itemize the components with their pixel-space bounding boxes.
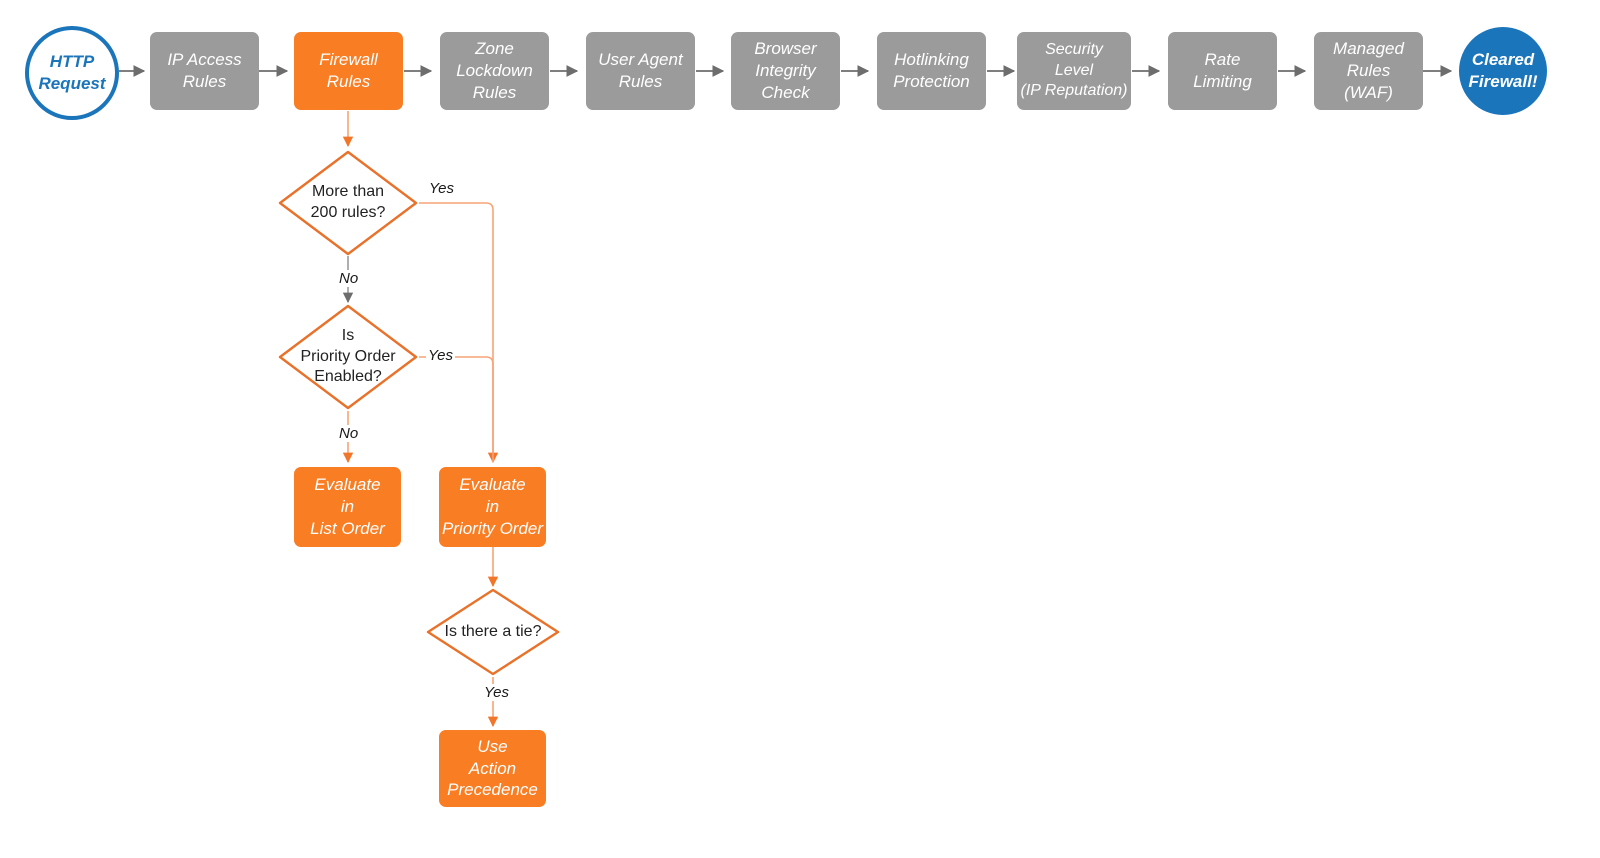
node-security-level[interactable]: Security Level (IP Reputation) xyxy=(1017,32,1131,110)
edge-label-yes-200: Yes xyxy=(427,180,457,197)
node-rate-limiting[interactable]: Rate Limiting xyxy=(1168,32,1277,110)
node-evaluate-in-list-order[interactable]: Evaluate in List Order xyxy=(294,467,401,547)
node-firewall-rules[interactable]: Firewall Rules xyxy=(294,32,403,110)
decision-label: Is Priority Order Enabled? xyxy=(300,326,396,386)
edge-label-no-200: No xyxy=(337,270,361,287)
node-label: Security Level (IP Reputation) xyxy=(1020,41,1128,100)
node-browser-integrity-check[interactable]: Browser Integrity Check xyxy=(731,32,840,110)
node-label: Use Action Precedence xyxy=(447,736,538,800)
node-ip-access-rules[interactable]: IP Access Rules xyxy=(150,32,259,110)
node-use-action-precedence[interactable]: Use Action Precedence xyxy=(439,730,546,807)
decision-label: More than 200 rules? xyxy=(310,183,386,221)
edge-decision1-yes xyxy=(419,202,499,464)
decision-label: Is there a tie? xyxy=(444,622,542,640)
decision-more-than-200-rules[interactable]: More than 200 rules? xyxy=(278,150,418,256)
node-label: Firewall Rules xyxy=(319,50,378,91)
node-label: Evaluate in List Order xyxy=(310,475,385,538)
diamond-shape xyxy=(278,150,418,256)
node-hotlinking-protection[interactable]: Hotlinking Protection xyxy=(877,32,986,110)
node-label: HTTP Request xyxy=(38,52,106,93)
node-cleared-firewall[interactable]: Cleared Firewall! xyxy=(1459,27,1547,115)
node-label: User Agent Rules xyxy=(598,50,683,91)
node-managed-rules-waf[interactable]: Managed Rules (WAF) xyxy=(1314,32,1423,110)
diamond-shape xyxy=(426,588,560,676)
diamond-shape xyxy=(278,304,418,410)
node-zone-lockdown-rules[interactable]: Zone Lockdown Rules xyxy=(440,32,549,110)
node-label: Zone Lockdown Rules xyxy=(456,39,533,102)
node-label: Evaluate in Priority Order xyxy=(441,475,544,538)
edge-label-yes-tie: Yes xyxy=(482,684,512,701)
node-user-agent-rules[interactable]: User Agent Rules xyxy=(586,32,695,110)
node-evaluate-in-priority-order[interactable]: Evaluate in Priority Order xyxy=(439,467,546,547)
decision-is-priority-order-enabled[interactable]: Is Priority Order Enabled? xyxy=(278,304,418,410)
node-label: Managed Rules (WAF) xyxy=(1333,39,1404,102)
edge-label-yes-priority: Yes xyxy=(426,347,456,364)
edge-decision2-yes xyxy=(419,356,494,462)
node-label: Hotlinking Protection xyxy=(893,50,970,91)
node-http-request[interactable]: HTTP Request xyxy=(25,26,119,120)
decision-is-there-a-tie[interactable]: Is there a tie? xyxy=(426,588,560,676)
node-label: Browser Integrity Check xyxy=(754,39,817,102)
node-label: IP Access Rules xyxy=(167,50,242,91)
edge-label-no-priority: No xyxy=(337,425,361,442)
node-label: Cleared Firewall! xyxy=(1468,50,1538,91)
node-label: Rate Limiting xyxy=(1193,50,1252,91)
